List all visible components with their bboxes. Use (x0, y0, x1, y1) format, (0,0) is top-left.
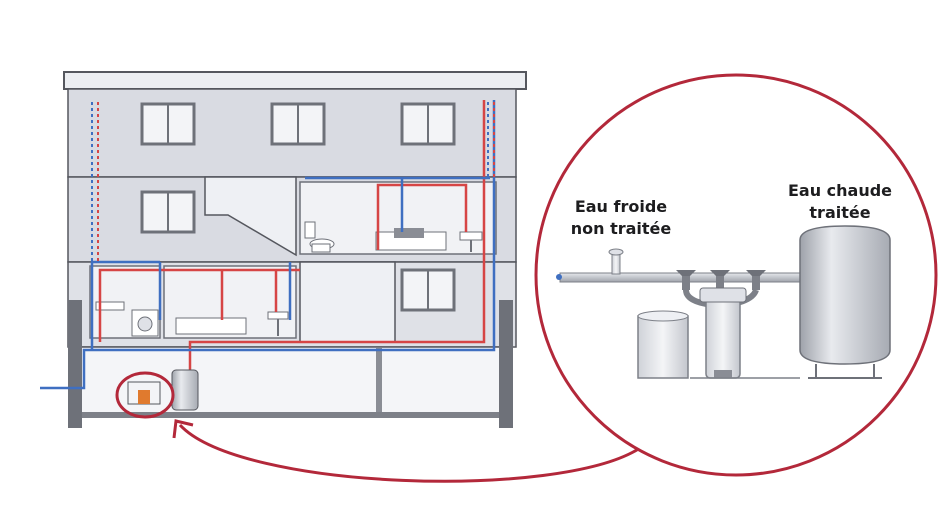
riser-dotted (91, 102, 495, 262)
sink-icon (267, 311, 289, 336)
foundation-right (499, 300, 513, 428)
pillar (376, 348, 382, 412)
callout-connector (178, 423, 641, 483)
water-softener-icon (127, 381, 161, 405)
building-cutaway-icon (40, 71, 527, 428)
inlet-cap (608, 248, 624, 256)
toilet-icon (304, 221, 335, 253)
valve-icon (746, 270, 766, 290)
sink-icon (459, 231, 483, 252)
basement-slab (72, 412, 512, 418)
window (400, 268, 456, 312)
water-softener-icon (699, 287, 747, 379)
cold-water-pipes (40, 100, 496, 390)
equipment-highlight (115, 371, 175, 419)
bathtub-icon (175, 317, 247, 335)
staircase-upper (204, 176, 297, 257)
water-tank-icon (171, 369, 199, 411)
pipe-inlet (556, 274, 562, 280)
foundation-left (68, 300, 82, 428)
window (400, 102, 456, 146)
arrow-head (172, 419, 194, 439)
washing-machine-icon (131, 309, 159, 337)
hot-water-pipes (98, 100, 486, 370)
window (140, 102, 196, 146)
basement (79, 346, 501, 416)
water-tank-icon (799, 225, 891, 379)
roof (63, 71, 527, 90)
window (140, 190, 196, 234)
brine-tank-icon (637, 310, 689, 379)
sink-icon (95, 301, 125, 311)
window (270, 102, 326, 146)
bathtub-icon (375, 228, 447, 251)
valve-icon (710, 270, 730, 290)
valve-icon (676, 270, 696, 290)
staircase-lower (299, 261, 396, 343)
